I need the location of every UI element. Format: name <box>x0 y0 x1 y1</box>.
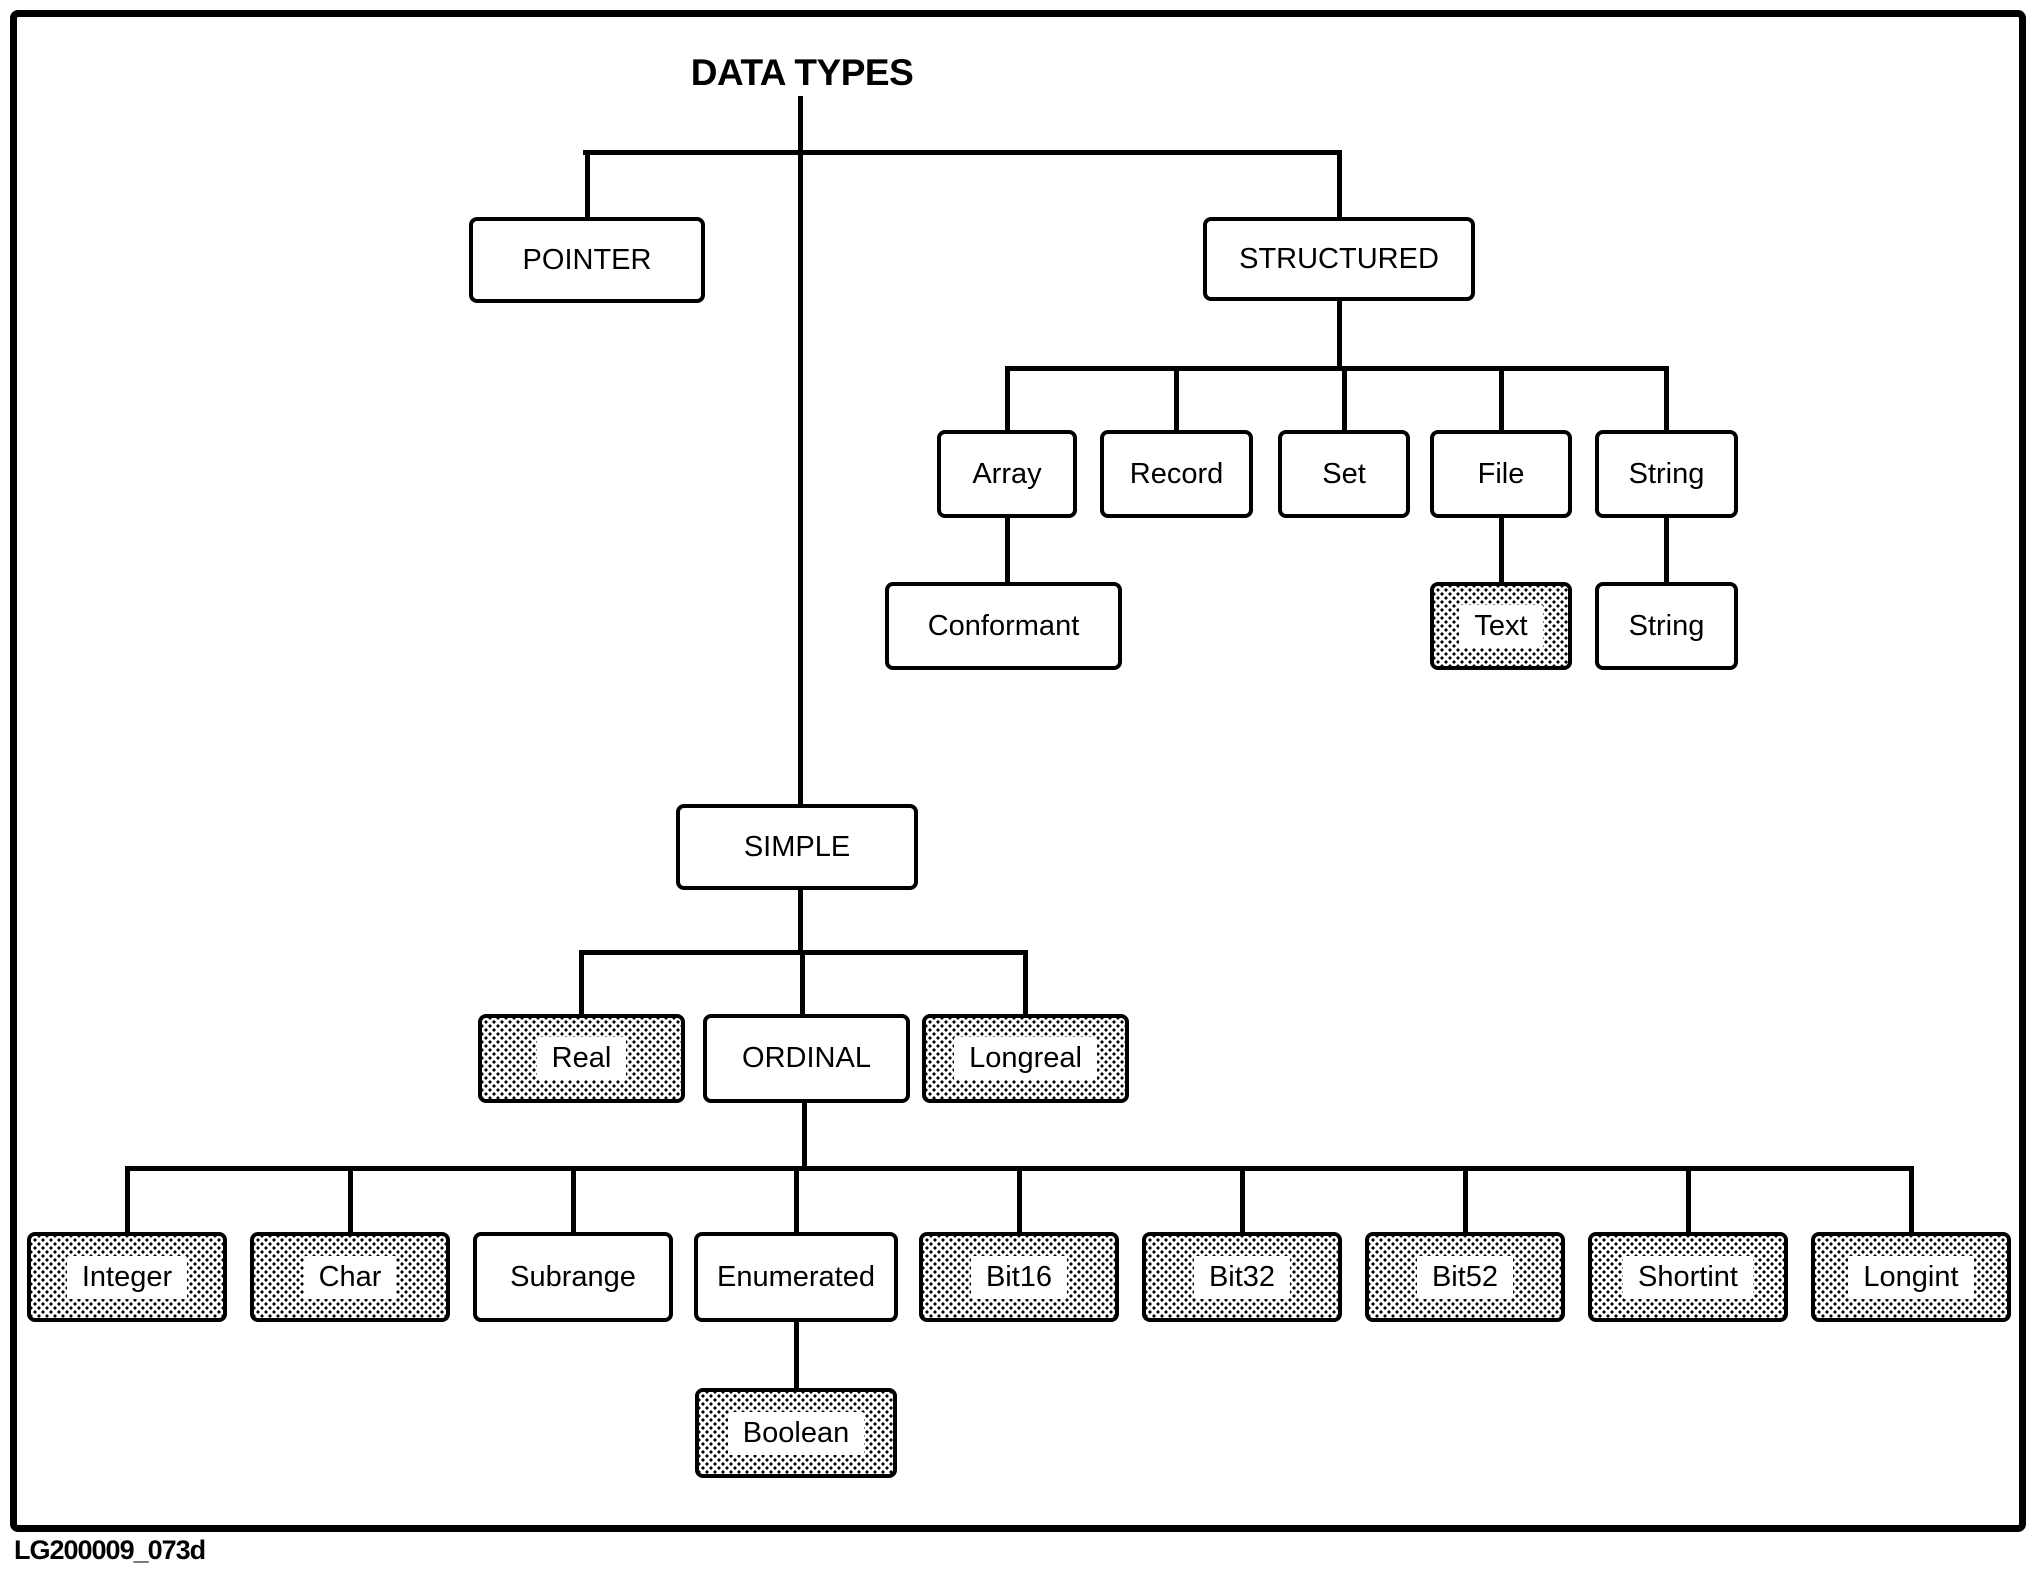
edge-drop-record <box>1174 366 1179 430</box>
edge-drop-file <box>1499 366 1504 430</box>
edge-string-string <box>1664 518 1669 582</box>
edge-drop-integer <box>125 1166 130 1232</box>
node-pointer-label: POINTER <box>522 243 652 276</box>
node-string2-label: String <box>1628 609 1705 642</box>
edge-enumerated-boolean <box>794 1322 799 1388</box>
node-conformant-label: Conformant <box>927 609 1080 642</box>
edge-trunk-datatypes-simple <box>798 96 803 806</box>
edge-drop-bit16 <box>1017 1166 1022 1232</box>
node-set-label: Set <box>1322 457 1366 490</box>
edge-level1-horizontal <box>583 150 1342 155</box>
node-longint: Longint <box>1811 1232 2011 1322</box>
node-subrange-label: Subrange <box>510 1260 636 1293</box>
node-bit32: Bit32 <box>1142 1232 1342 1322</box>
node-text: Text <box>1430 582 1572 670</box>
edge-drop-structured <box>1337 150 1342 217</box>
edge-file-text <box>1499 518 1504 582</box>
figure-id: LG200009_073d <box>14 1535 206 1565</box>
node-shortint-label: Shortint <box>1623 1255 1753 1299</box>
node-conformant: Conformant <box>885 582 1122 670</box>
node-char-label: Char <box>303 1255 397 1299</box>
edge-array-conformant <box>1005 518 1010 582</box>
node-enumerated: Enumerated <box>694 1232 898 1322</box>
node-bit52-label: Bit52 <box>1416 1255 1514 1299</box>
edge-drop-array <box>1005 366 1010 430</box>
edge-drop-set <box>1342 366 1347 430</box>
node-file-label: File <box>1477 457 1525 490</box>
node-file: File <box>1430 430 1572 518</box>
node-real: Real <box>478 1014 685 1103</box>
edge-drop-pointer <box>585 150 590 217</box>
node-string2: String <box>1595 582 1738 670</box>
node-structured: STRUCTURED <box>1203 217 1475 301</box>
node-record: Record <box>1100 430 1253 518</box>
edge-drop-string <box>1664 366 1669 430</box>
node-string: String <box>1595 430 1738 518</box>
node-boolean: Boolean <box>695 1388 897 1478</box>
node-record-label: Record <box>1129 457 1224 490</box>
node-array: Array <box>937 430 1077 518</box>
node-integer-label: Integer <box>66 1255 188 1299</box>
node-simple-label: SIMPLE <box>743 830 851 863</box>
edge-drop-real <box>579 950 584 1014</box>
node-ordinal: ORDINAL <box>703 1014 910 1103</box>
node-longint-label: Longint <box>1848 1255 1974 1299</box>
edge-level2-horizontal <box>1005 366 1669 371</box>
node-boolean-label: Boolean <box>727 1411 865 1455</box>
node-text-label: Text <box>1459 604 1543 648</box>
node-bit16: Bit16 <box>919 1232 1119 1322</box>
edge-drop-enumerated <box>794 1166 799 1232</box>
edge-drop-longint <box>1909 1166 1914 1232</box>
node-shortint: Shortint <box>1588 1232 1788 1322</box>
edge-drop-ordinal <box>800 950 805 1014</box>
node-bit16-label: Bit16 <box>970 1255 1068 1299</box>
node-integer: Integer <box>27 1232 227 1322</box>
edge-ordinal-stub <box>802 1103 807 1168</box>
node-char: Char <box>250 1232 450 1322</box>
node-array-label: Array <box>972 457 1042 490</box>
node-bit52: Bit52 <box>1365 1232 1565 1322</box>
edge-drop-char <box>348 1166 353 1232</box>
edge-drop-subrange <box>571 1166 576 1232</box>
node-structured-label: STRUCTURED <box>1239 242 1439 275</box>
node-bit32-label: Bit32 <box>1193 1255 1291 1299</box>
diagram-title: DATA TYPES <box>690 52 914 93</box>
node-set: Set <box>1278 430 1410 518</box>
node-string-label: String <box>1628 457 1705 490</box>
node-simple: SIMPLE <box>676 804 918 890</box>
node-longreal-label: Longreal <box>954 1037 1097 1080</box>
node-longreal: Longreal <box>922 1014 1129 1103</box>
edge-structured-stub <box>1337 300 1342 368</box>
node-pointer: POINTER <box>469 217 705 303</box>
node-real-label: Real <box>536 1037 627 1080</box>
edge-drop-bit32 <box>1240 1166 1245 1232</box>
node-ordinal-label: ORDINAL <box>742 1042 871 1074</box>
edge-drop-bit52 <box>1463 1166 1468 1232</box>
edge-simple-stub <box>798 890 803 952</box>
edge-drop-longreal <box>1023 950 1028 1014</box>
node-subrange: Subrange <box>473 1232 673 1322</box>
node-enumerated-label: Enumerated <box>717 1260 875 1293</box>
edge-drop-shortint <box>1686 1166 1691 1232</box>
